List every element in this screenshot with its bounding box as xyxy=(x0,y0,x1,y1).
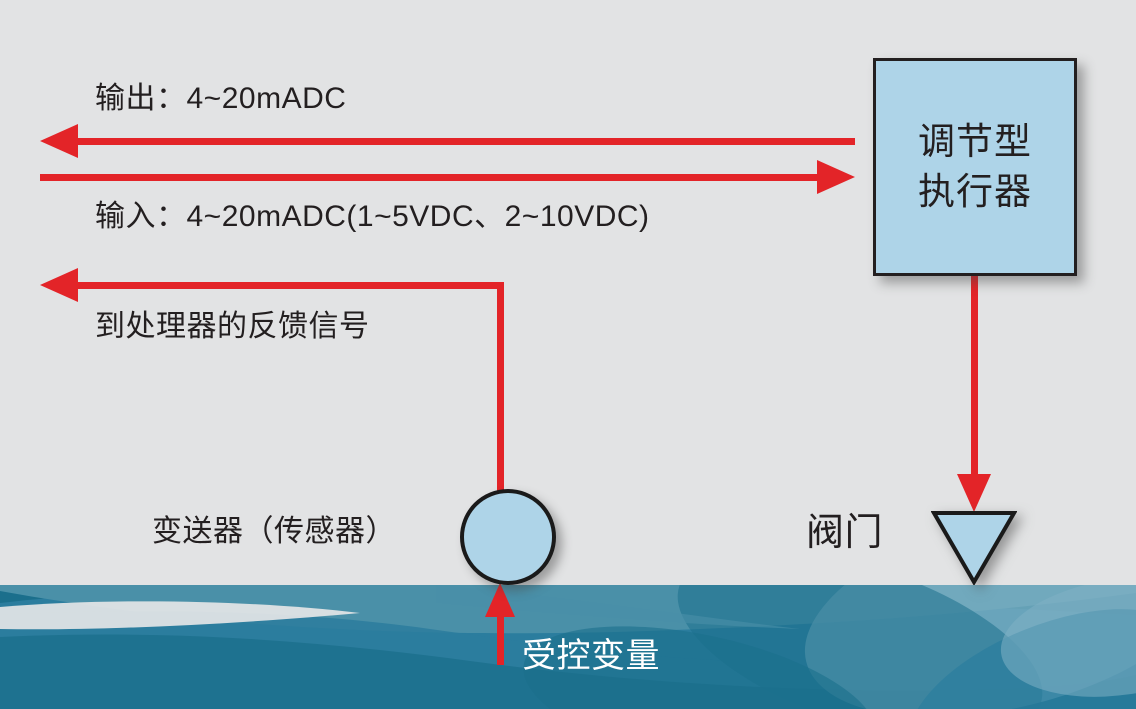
decorative-wave-band xyxy=(0,585,1136,709)
valve-symbol[interactable] xyxy=(931,509,1017,585)
transmitter-sensor-symbol[interactable] xyxy=(460,489,556,585)
actuator-label-line1: 调节型 xyxy=(918,121,1032,163)
transmitter-label: 变送器（传感器） xyxy=(152,515,396,548)
input-signal-label: 输入：4~20mADC(1~5VDC、2~10VDC) xyxy=(95,200,650,233)
valve-label: 阀门 xyxy=(806,512,884,554)
output-signal-label: 输出：4~20mADC xyxy=(95,82,347,115)
input-signal-line xyxy=(40,174,821,181)
output-signal-line xyxy=(72,138,855,145)
controlled-variable-arrowhead-icon xyxy=(485,583,515,617)
feedback-signal-vertical-line xyxy=(497,285,504,500)
output-signal-arrowhead-icon xyxy=(40,124,78,158)
controlled-variable-label: 受控变量 xyxy=(522,637,660,675)
actuator-valve-arrowhead-icon xyxy=(957,474,991,512)
actuator-valve-drive-line xyxy=(971,276,978,476)
feedback-signal-label: 到处理器的反馈信号 xyxy=(95,310,370,343)
feedback-signal-arrowhead-icon xyxy=(40,268,78,302)
feedback-signal-horizontal-line xyxy=(72,282,504,289)
input-signal-arrowhead-icon xyxy=(817,160,855,194)
actuator-label-line2: 执行器 xyxy=(918,171,1032,212)
controlled-variable-line xyxy=(497,610,504,665)
actuator-box[interactable]: 调节型 执行器 xyxy=(873,58,1077,276)
